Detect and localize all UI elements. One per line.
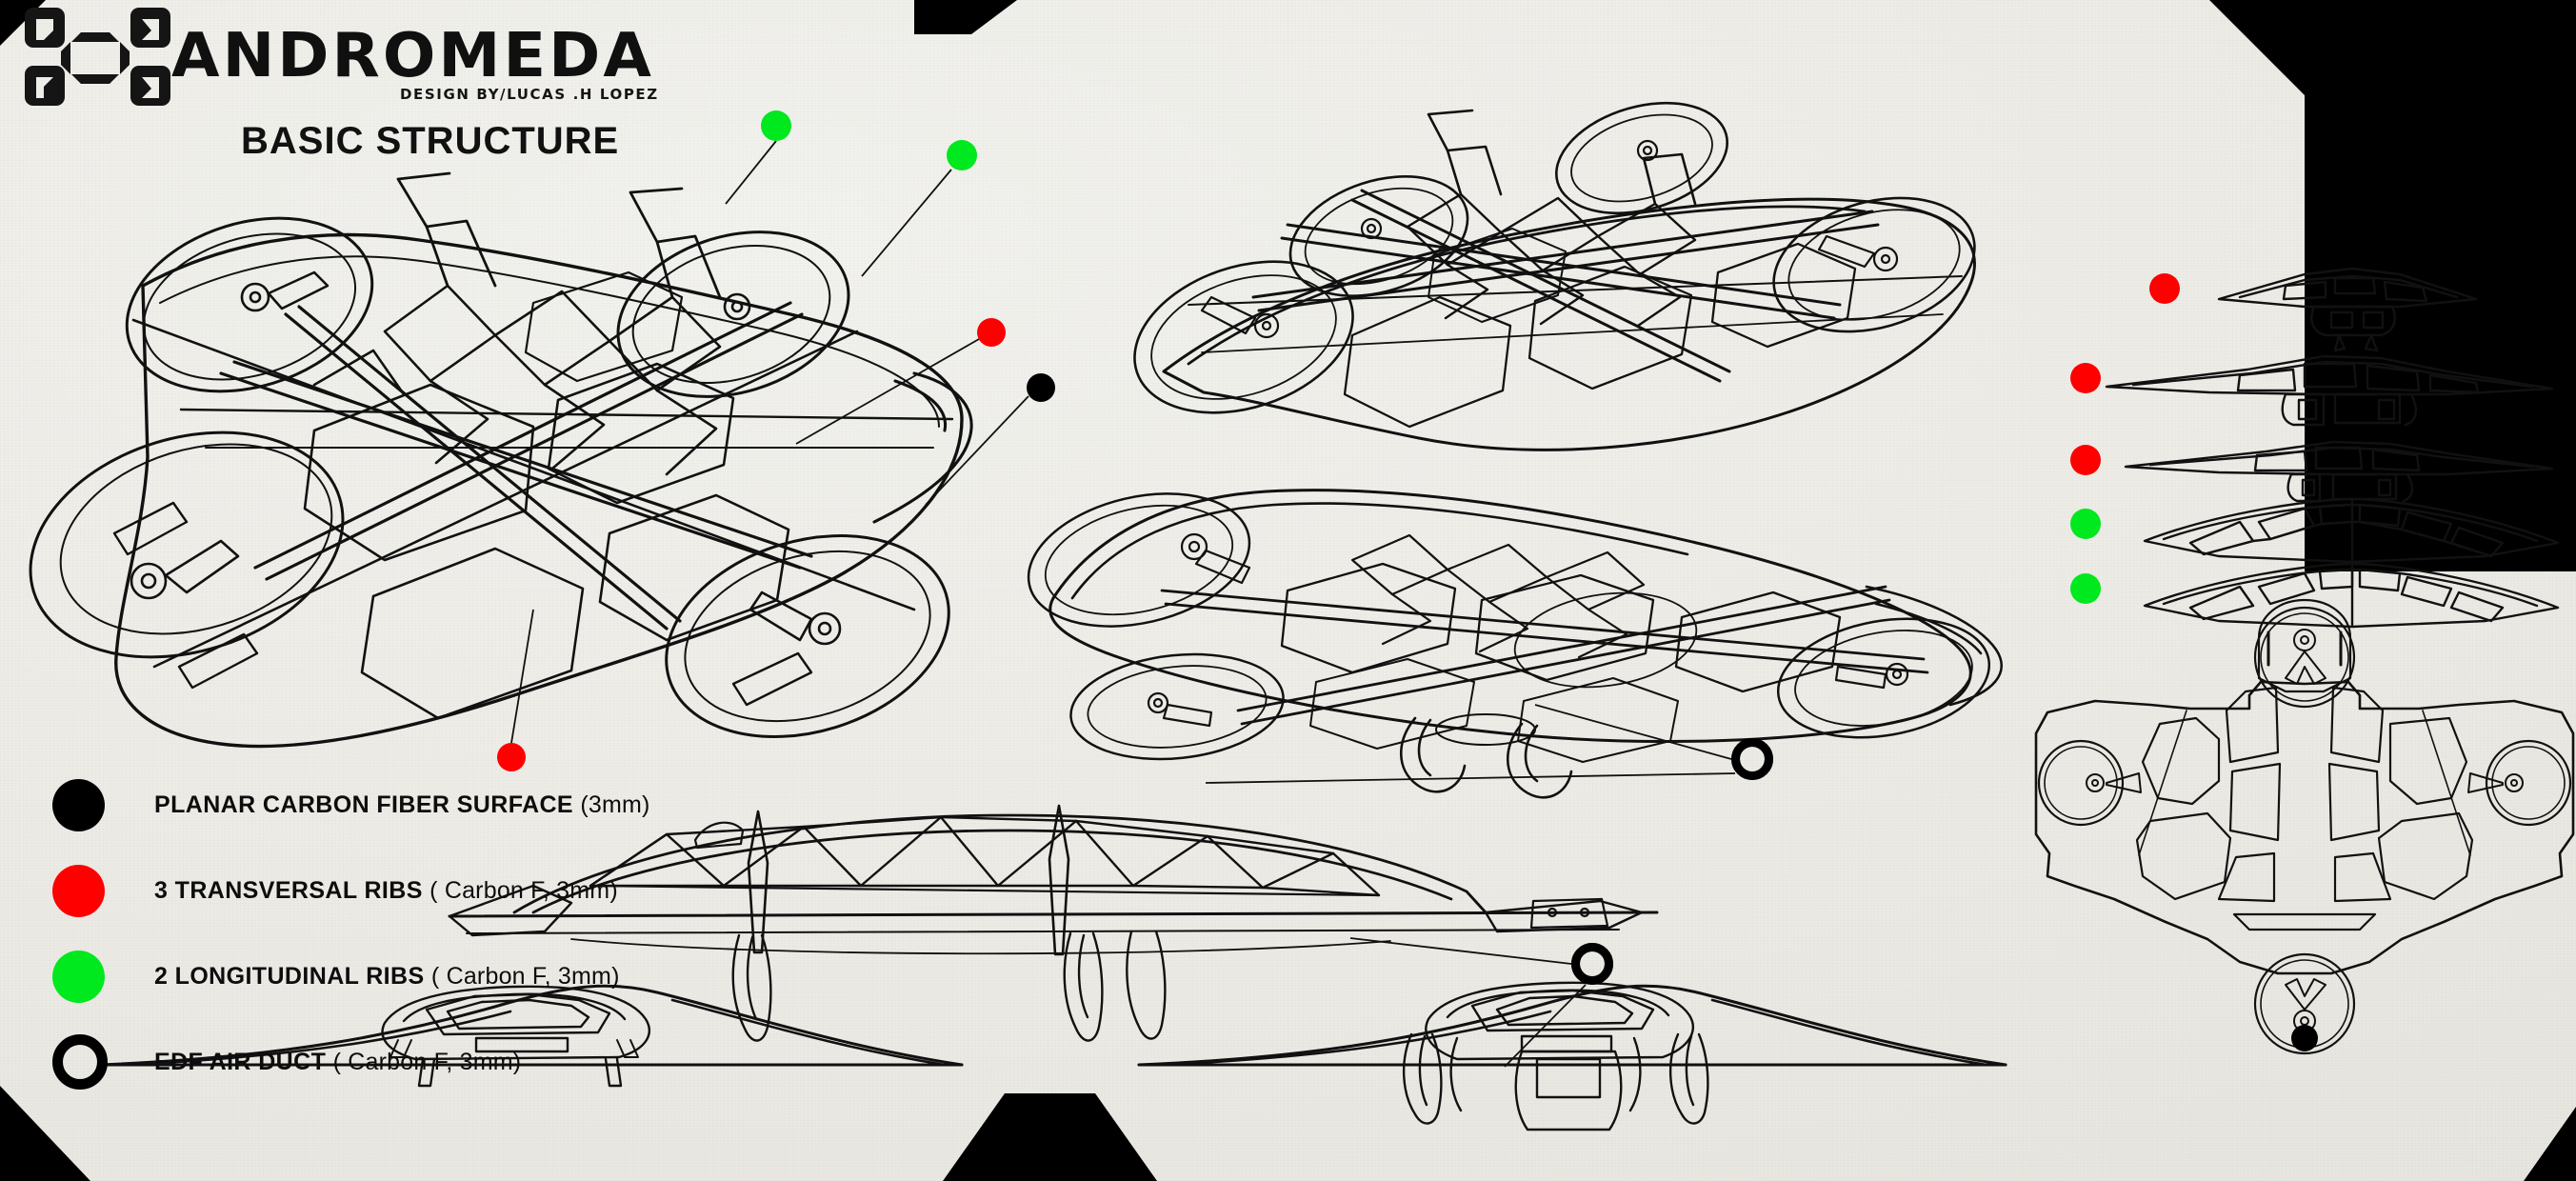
page-title: BASIC STRUCTURE <box>241 120 620 162</box>
edf-air-duct-swatch-icon <box>52 1034 108 1090</box>
legend-item-title: PLANAR CARBON FIBER SURFACE <box>154 791 573 818</box>
legend: PLANAR CARBON FIBER SURFACE (3mm) 3 TRAN… <box>52 762 650 1105</box>
legend-item-label: EDF AIR DUCT ( Carbon F, 3mm) <box>154 1049 521 1076</box>
legend-item-note: ( Carbon F, 3mm) <box>332 1048 522 1075</box>
legend-item-note: (3mm) <box>580 791 650 818</box>
legend-item: 3 TRANSVERSAL RIBS ( Carbon F, 3mm) <box>52 848 650 933</box>
legend-item-title: 2 LONGITUDINAL RIBS <box>154 962 425 990</box>
brand-wordmark: ANDROMEDA <box>171 21 654 91</box>
legend-item: EDF AIR DUCT ( Carbon F, 3mm) <box>52 1019 650 1105</box>
legend-item-note: ( Carbon F, 3mm) <box>429 876 618 904</box>
designer-credit: DESIGN BY/LUCAS .H LOPEZ <box>400 86 659 103</box>
legend-item: 2 LONGITUDINAL RIBS ( Carbon F, 3mm) <box>52 933 650 1019</box>
legend-item: PLANAR CARBON FIBER SURFACE (3mm) <box>52 762 650 848</box>
legend-item-note: ( Carbon F, 3mm) <box>430 962 620 990</box>
legend-item-label: 3 TRANSVERSAL RIBS ( Carbon F, 3mm) <box>154 877 618 905</box>
legend-item-title: 3 TRANSVERSAL RIBS <box>154 876 423 904</box>
planar-surface-swatch-icon <box>52 778 105 831</box>
longitudinal-rib-swatch-icon <box>52 950 105 1003</box>
transversal-rib-swatch-icon <box>52 864 105 917</box>
legend-item-label: 2 LONGITUDINAL RIBS ( Carbon F, 3mm) <box>154 963 620 991</box>
legend-item-label: PLANAR CARBON FIBER SURFACE (3mm) <box>154 791 650 819</box>
legend-item-title: EDF AIR DUCT <box>154 1048 327 1075</box>
andromeda-bracket-logo <box>21 7 197 114</box>
